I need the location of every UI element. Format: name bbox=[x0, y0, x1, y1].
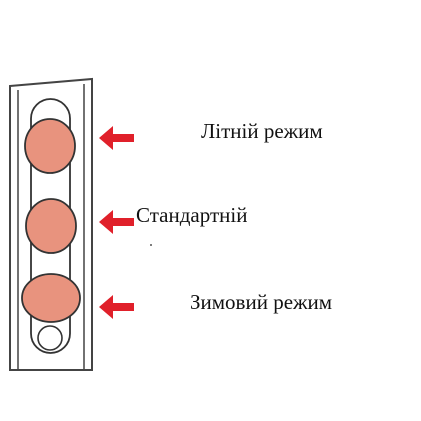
mode-label-winter: Зимовий режим bbox=[190, 290, 333, 314]
slot-end-circle bbox=[37, 325, 63, 351]
mode-label-summer: Літній режим bbox=[201, 119, 323, 143]
roller-standard bbox=[25, 198, 77, 254]
arrow-left-icon bbox=[99, 295, 134, 319]
stray-dot bbox=[150, 244, 152, 246]
roller-winter bbox=[21, 273, 81, 323]
mode-label-standard: Стандартній bbox=[136, 203, 248, 227]
arrow-left-icon bbox=[99, 126, 134, 150]
arrow-left-icon bbox=[99, 210, 134, 234]
roller-summer bbox=[24, 118, 76, 174]
